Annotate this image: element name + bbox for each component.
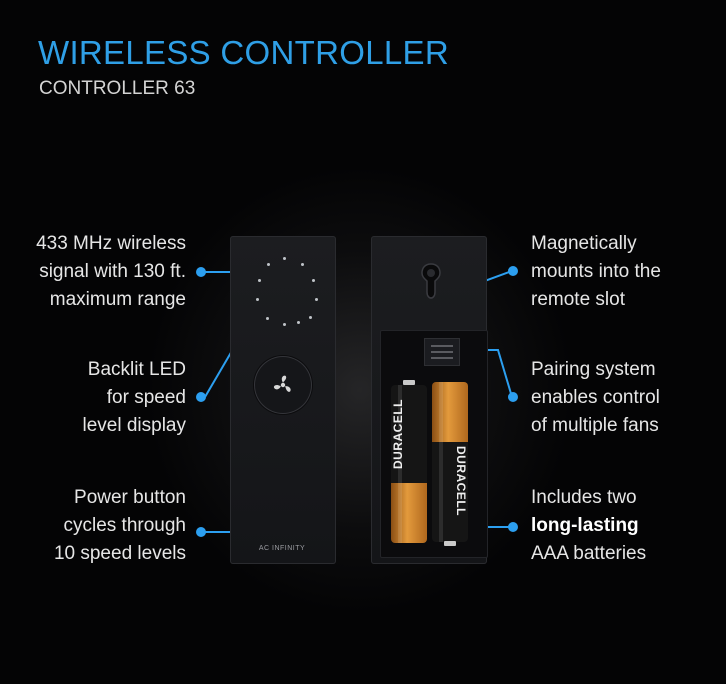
spotlight-glow [150, 170, 570, 610]
fan-icon [273, 375, 291, 392]
callout-dot [508, 392, 518, 402]
battery-brand: DURACELL [391, 399, 405, 469]
pairing-contacts [424, 338, 460, 366]
power-button[interactable] [255, 357, 311, 413]
led-dot [266, 317, 269, 320]
led-dot [315, 298, 318, 301]
callout-batteries: Includes two long-lasting AAA batteries [531, 487, 647, 564]
callout-dot [508, 266, 518, 276]
led-dot [297, 321, 300, 324]
brand-label: AC INFINITY [258, 545, 306, 552]
battery-right: DURACELL [432, 382, 468, 542]
callout-magnet: Magnetically mounts into the remote slot [531, 233, 661, 310]
battery-terminal [444, 541, 456, 546]
led-dot [312, 279, 315, 282]
battery-left: DURACELL [391, 385, 427, 543]
led-dot [283, 323, 286, 326]
callout-wireless: 433 MHz wireless signal with 130 ft. max… [36, 233, 186, 310]
led-dot [309, 316, 312, 319]
led-dot [301, 263, 304, 266]
callout-power: Power button cycles through 10 speed lev… [53, 487, 186, 564]
led-dot [256, 298, 259, 301]
callout-dot [196, 527, 206, 537]
led-dot [283, 257, 286, 260]
callout-dot [196, 392, 206, 402]
page-subtitle: CONTROLLER 63 [39, 78, 196, 99]
battery-brand: DURACELL [454, 446, 468, 516]
callout-pairing: Pairing system enables control of multip… [531, 359, 660, 436]
callout-led: Backlit LED for speed level display [82, 359, 187, 436]
led-dot [267, 263, 270, 266]
keyhole-icon [421, 263, 441, 299]
battery-terminal [403, 380, 415, 385]
callout-dot [508, 522, 518, 532]
callout-dot [196, 267, 206, 277]
page-title: WIRELESS CONTROLLER [38, 34, 449, 71]
led-dot [258, 279, 261, 282]
